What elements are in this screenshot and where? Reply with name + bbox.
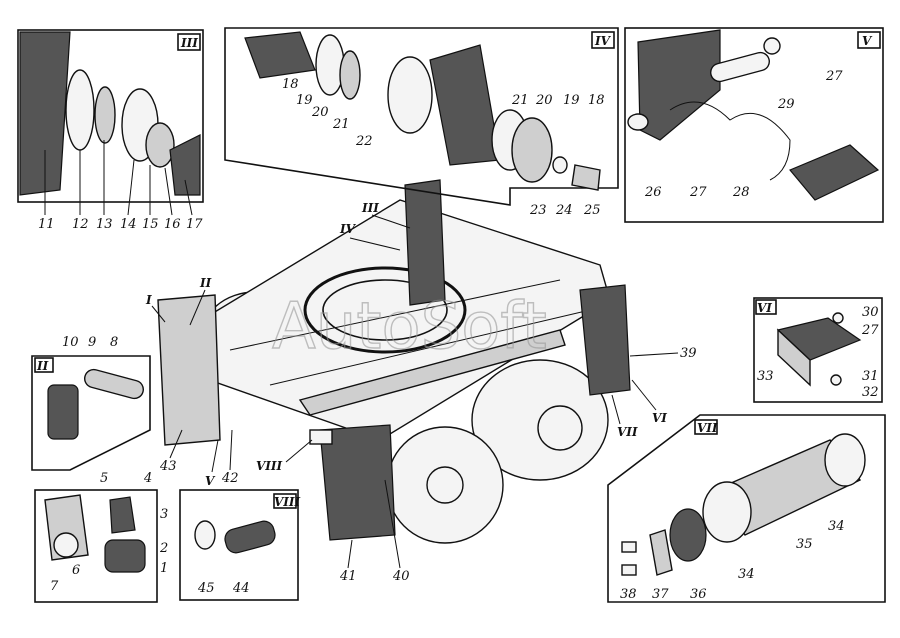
panel-VIII-labels: 45 44 [197,581,250,596]
part-callout-label: 34 [738,567,755,582]
part-callout-label: 26 [644,185,662,200]
panel-VII-labels: 34 35 34 38 37 36 [620,519,845,602]
part-callout-label: 29 [777,97,795,112]
part-callout-label: 18 [282,77,299,92]
part-callout-label: 20 [535,93,553,108]
panel-III-labels: 11 12 13 14 15 16 17 [38,217,203,232]
part-callout-label: 28 [732,185,750,200]
part-callout-label: 12 [72,217,89,232]
part-callout-label: 21 [511,93,529,108]
part-callout-label: 35 [796,537,813,552]
part-callout-label: VI [757,301,772,315]
part-callout-label: 45 [197,581,215,596]
part-callout-label: 33 [757,369,774,384]
part-callout-label: 2 [159,541,168,556]
part-callout-label: III [180,36,198,50]
fifth-wheel-ring [303,266,467,354]
part-callout-label: 43 [159,459,177,474]
panel-II-labels: 10 9 8 [62,335,118,350]
part-callout-label: 21 [332,117,350,132]
watermark: AutoSoft [272,290,547,364]
panel-II: II 10 9 8 [31,335,151,471]
panel-I: 5 4 3 2 1 7 6 [34,471,168,603]
part-callout-label: 24 [555,203,573,218]
part-callout-label: 14 [120,217,137,232]
panel-V: V 27 29 26 27 28 [624,27,884,223]
part-callout-label: 38 [620,587,637,602]
panel-VI-labels: 30 27 33 31 32 [757,305,879,400]
part-callout-label: VII [697,421,718,435]
part-callout-label: 9 [88,335,96,350]
part-callout-label: 13 [96,217,113,232]
part-callout-label: 4 [143,471,152,486]
part-callout-label: 5 [100,471,108,486]
part-callout-label: 27 [825,69,843,84]
part-callout-label: 31 [862,369,879,384]
part-callout-label: V [205,474,216,488]
part-callout-label: 18 [588,93,605,108]
part-callout-label: 17 [186,217,203,232]
part-callout-label: 19 [296,93,313,108]
bracket-left [157,294,221,446]
part-callout-label: VII [617,425,638,439]
part-callout-label: 23 [529,203,547,218]
panel-VI: VI 30 27 33 31 32 [753,297,883,403]
panel-VII: VII 34 35 34 38 37 36 [607,414,886,603]
panel-IV-labels: 18 19 20 21 22 21 20 19 18 23 24 25 [282,77,605,218]
part-callout-label: 19 [563,93,580,108]
part-callout-label: 34 [828,519,845,534]
part-callout-label: IV [594,34,612,48]
part-callout-label: 20 [311,105,329,120]
part-callout-label: 32 [862,385,879,400]
part-callout-label: 27 [861,323,879,338]
panel-VIII: VIII 45 44 [179,489,301,601]
part-callout-label: 39 [680,346,697,361]
part-callout-label: I [145,293,152,307]
part-callout-label: 42 [221,471,239,486]
panel-III: III 11 12 13 14 15 16 17 [17,29,204,232]
part-callout-label: 40 [392,569,410,584]
part-callout-label: 25 [583,203,601,218]
part-callout-label: 37 [652,587,669,602]
part-callout-label: VIII [274,495,301,509]
part-callout-label: 1 [160,561,168,576]
part-callout-label: III [361,201,379,215]
part-callout-label: 11 [38,217,55,232]
bracket-right [579,284,631,396]
panel-V-labels: 27 29 26 27 28 [644,69,843,200]
part-callout-label: 8 [110,335,118,350]
part-callout-label: 22 [355,134,373,149]
part-callout-label: 3 [160,507,168,522]
part-callout-label: 15 [142,217,159,232]
part-callout-label: 7 [50,579,59,594]
part-callout-label: 44 [232,581,250,596]
part-callout-label: VI [652,411,667,425]
bracket-front [319,424,396,541]
part-callout-label: II [36,359,49,373]
part-callout-label: 6 [72,563,80,578]
part-callout-label: 36 [690,587,707,602]
part-callout-label: 30 [862,305,879,320]
part-callout-label: VIII [256,459,283,473]
part-callout-label: V [862,34,873,48]
part-callout-label: IV [339,222,357,236]
part-callout-label: 16 [164,217,181,232]
part-callout-label: 27 [689,185,707,200]
main-callouts: III IV I II V VIII VI VII 39 43 42 41 40 [145,201,697,584]
part-callout-label: 41 [339,569,357,584]
part-callout-label: 10 [62,335,79,350]
panel-IV: IV 18 19 20 21 22 21 20 19 18 23 24 25 [224,27,619,218]
panel-I-labels: 5 4 3 2 1 7 6 [50,471,168,594]
main-assembly [157,179,631,544]
part-callout-label: II [199,276,212,290]
bracket-center [404,179,446,306]
